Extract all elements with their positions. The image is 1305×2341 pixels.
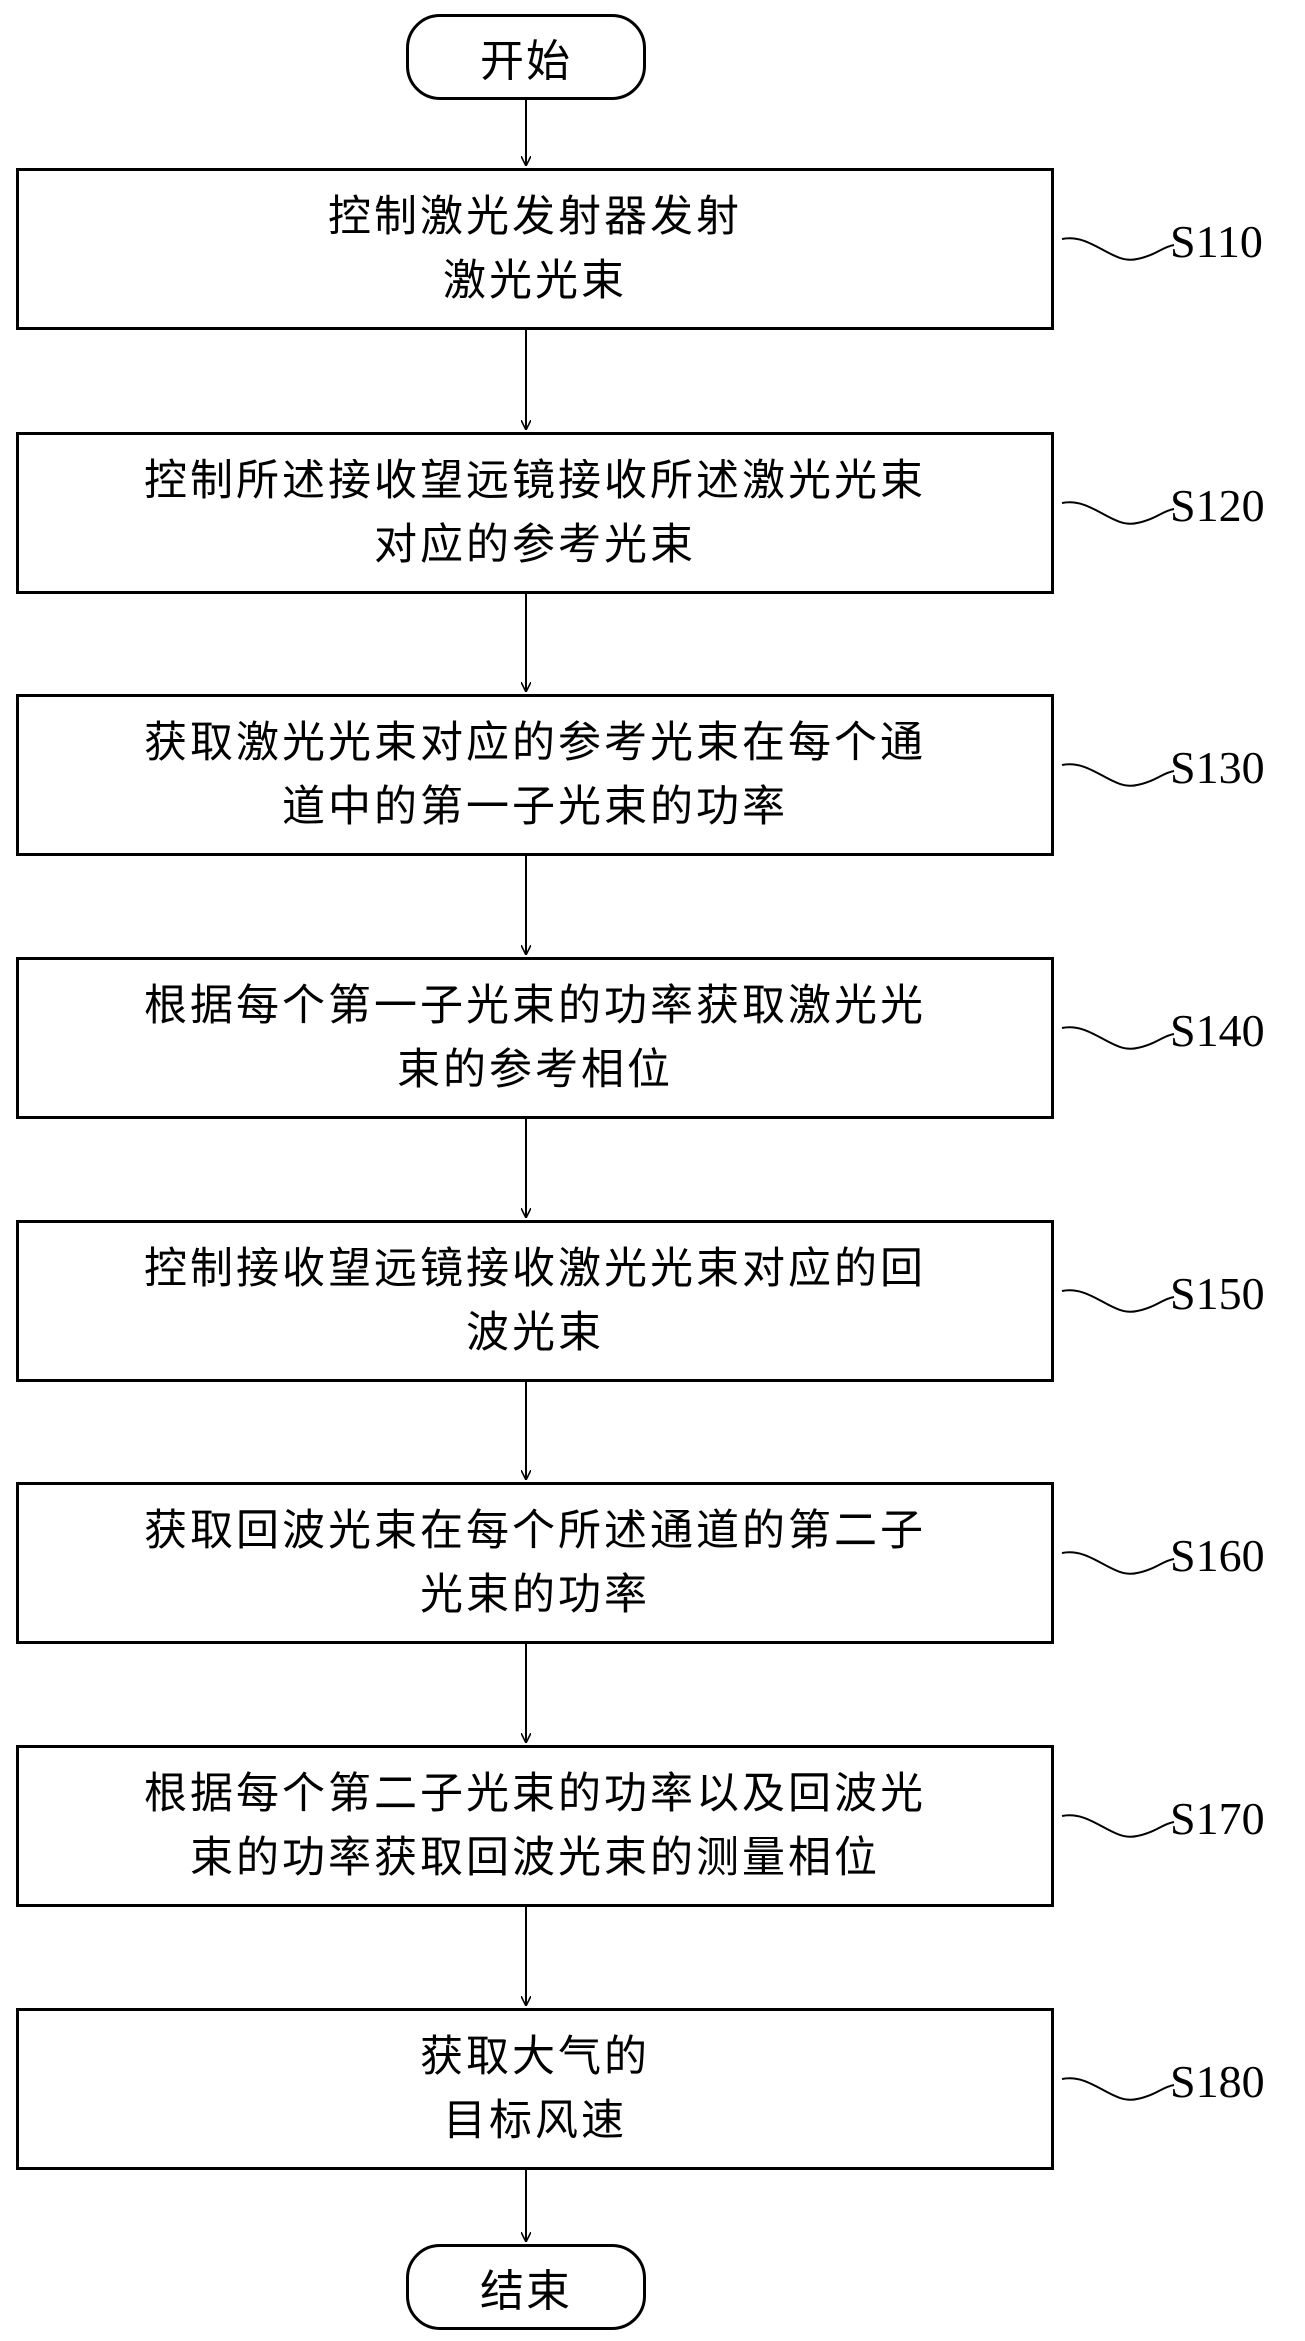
step-text-line: 根据每个第一子光束的功率获取激光光 [144,981,926,1031]
step-label-s170: S170 [1170,1793,1265,1844]
step-text-line: 控制激光发射器发射 [328,192,742,242]
step-text-line: 控制接收望远镜接收激光光束对应的回 [144,1244,926,1294]
leader-line-s110 [1061,237,1175,261]
leader-line-s120 [1061,501,1175,525]
step-text-line: 光束的功率 [420,1570,650,1620]
start-terminal: 开始 [406,14,646,100]
step-text-line: 根据每个第二子光束的功率以及回波光 [144,1769,926,1819]
leader-line-s130 [1061,763,1175,787]
step-box-s170: 根据每个第二子光束的功率以及回波光束的功率获取回波光束的测量相位 [16,1745,1054,1907]
step-label-s140: S140 [1170,1005,1265,1056]
leader-line-s170 [1061,1814,1175,1838]
step-box-s150: 控制接收望远镜接收激光光束对应的回波光束 [16,1220,1054,1382]
leader-line-s180 [1061,2077,1175,2101]
start-label: 开始 [480,36,572,87]
step-box-s160: 获取回波光束在每个所述通道的第二子光束的功率 [16,1482,1054,1644]
step-box-s130: 获取激光光束对应的参考光束在每个通道中的第一子光束的功率 [16,694,1054,856]
step-label-s120: S120 [1170,480,1265,531]
step-text-line: 获取回波光束在每个所述通道的第二子 [144,1506,926,1556]
end-terminal: 结束 [406,2244,646,2330]
step-text-line: 道中的第一子光束的功率 [282,782,788,832]
step-text-line: 束的参考相位 [397,1045,673,1095]
step-label-s110: S110 [1170,216,1263,267]
step-label-s150: S150 [1170,1268,1265,1319]
leader-line-s140 [1061,1026,1175,1050]
step-label-s180: S180 [1170,2056,1265,2107]
step-text-line: 波光束 [466,1308,604,1358]
step-text-line: 激光光束 [443,256,627,306]
step-label-s130: S130 [1170,742,1265,793]
step-label-s160: S160 [1170,1530,1265,1581]
step-box-s120: 控制所述接收望远镜接收所述激光光束对应的参考光束 [16,432,1054,594]
step-box-s110: 控制激光发射器发射激光光束 [16,168,1054,330]
end-label: 结束 [480,2266,572,2317]
step-text-line: 束的功率获取回波光束的测量相位 [190,1833,880,1883]
step-text-line: 获取激光光束对应的参考光束在每个通 [144,718,926,768]
leader-line-s150 [1061,1289,1175,1313]
step-text-line: 控制所述接收望远镜接收所述激光光束 [144,456,926,506]
step-box-s180: 获取大气的目标风速 [16,2008,1054,2170]
leader-line-s160 [1061,1551,1175,1575]
step-box-s140: 根据每个第一子光束的功率获取激光光束的参考相位 [16,957,1054,1119]
step-text-line: 获取大气的 [420,2032,650,2082]
step-text-line: 目标风速 [443,2096,627,2146]
step-text-line: 对应的参考光束 [374,520,696,570]
